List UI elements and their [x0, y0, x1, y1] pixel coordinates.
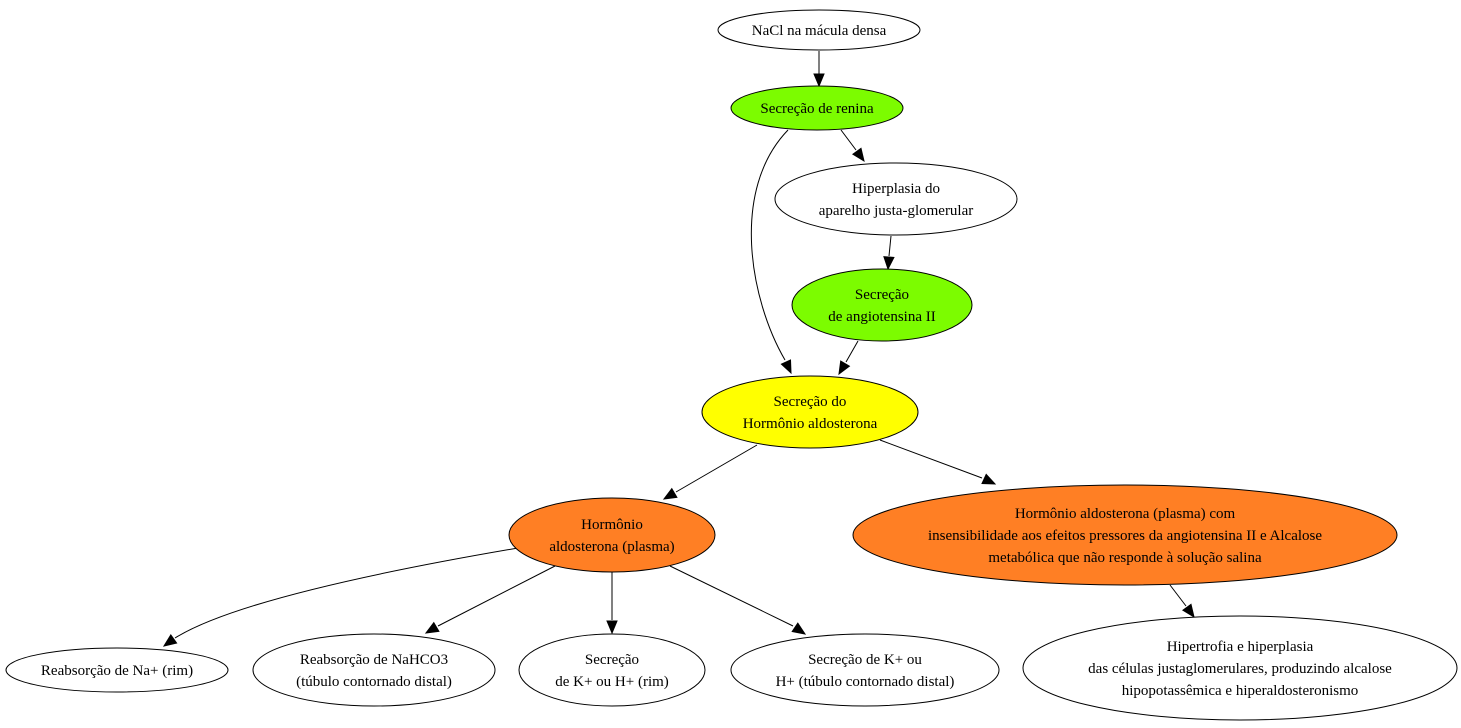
- arrowhead: [424, 621, 440, 634]
- edge-line: [675, 444, 758, 493]
- arrowhead: [162, 633, 178, 647]
- arrowhead: [606, 620, 618, 635]
- node-ellipse: [5, 647, 229, 693]
- arrowhead: [838, 360, 851, 376]
- node-ellipse: [730, 633, 1000, 707]
- node-hiperplasia: Hiperplasia do aparelho justa-glomerular: [774, 162, 1018, 236]
- node-label-line: hipopotassêmica e hiperaldosteronismo: [1122, 683, 1359, 699]
- arrowhead: [813, 73, 825, 88]
- node-label-line: Hiperplasia do: [852, 181, 940, 197]
- edge-angiotensina-aldosterona: [838, 340, 859, 376]
- node-plasma: Hormônio aldosterona (plasma): [508, 497, 716, 573]
- edge-insens-hipertrofia: [1169, 584, 1195, 619]
- node-label-line: Hormônio: [581, 517, 643, 533]
- node-label-line: de angiotensina II: [828, 309, 935, 325]
- node-label-line: Secreção: [855, 287, 909, 303]
- edge-renina-hiperplasia: [840, 129, 865, 163]
- node-label-line: insensibilidade aos efeitos pressores da…: [928, 528, 1322, 544]
- edges-layer: [162, 51, 1195, 647]
- edge-plasma-na: [162, 547, 519, 647]
- edge-line: [1169, 584, 1187, 607]
- node-label-line: Reabsorção de NaHCO3: [300, 652, 448, 668]
- arrowhead: [662, 487, 678, 500]
- edge-line: [888, 235, 892, 257]
- edge-nacl-renina: [813, 51, 825, 88]
- edge-aldosterona-plasma: [662, 444, 758, 500]
- node-label-line: das células justaglomerulares, produzind…: [1088, 661, 1392, 677]
- node-label-line: Secreção de K+ ou: [808, 652, 922, 668]
- node-ellipse: [252, 633, 496, 707]
- node-label-line: Secreção do: [774, 394, 847, 410]
- edge-plasma-khdistal: [669, 565, 807, 635]
- node-ellipse: [730, 85, 904, 131]
- edge-plasma-nahco3: [424, 565, 556, 634]
- arrowhead: [883, 256, 895, 271]
- edge-line: [437, 565, 556, 627]
- edge-line: [879, 439, 983, 479]
- node-ellipse: [518, 633, 706, 707]
- node-label-line: aparelho justa-glomerular: [819, 203, 974, 219]
- node-hipertrofia: Hipertrofia e hiperplasia das células jus…: [1022, 615, 1458, 721]
- node-nacl: NaCl na mácula densa: [717, 9, 921, 51]
- edge-line: [669, 565, 794, 627]
- edge-plasma-kh: [606, 572, 618, 635]
- node-kh: Secreção de K+ ou H+ (rim): [518, 633, 706, 707]
- node-label-line: Hormônio aldosterona: [743, 416, 878, 432]
- node-ellipse: [701, 375, 919, 449]
- node-renina: Secreção de renina: [730, 85, 904, 131]
- node-label-line: aldosterona (plasma): [549, 539, 674, 555]
- node-aldosterona: Secreção do Hormônio aldosterona: [701, 375, 919, 449]
- node-ellipse: [1022, 615, 1458, 721]
- edge-line: [750, 129, 789, 361]
- node-ellipse: [508, 497, 716, 573]
- edge-renina-aldosterona: [750, 129, 792, 375]
- edge-line: [840, 129, 857, 151]
- node-ellipse: [717, 9, 921, 51]
- arrowhead: [981, 473, 997, 485]
- arrowhead: [791, 622, 807, 635]
- arrowhead: [1181, 603, 1195, 619]
- node-insens: Hormônio aldosterona (plasma) com insensi…: [852, 484, 1398, 586]
- node-label-line: Hipertrofia e hiperplasia: [1167, 639, 1314, 655]
- node-ellipse: [852, 484, 1398, 586]
- node-label-line: Secreção: [585, 652, 639, 668]
- edge-line: [174, 547, 519, 639]
- node-angiotensina: Secreção de angiotensina II: [791, 268, 973, 342]
- edge-aldosterona-insens: [879, 439, 997, 485]
- node-nahco3: Reabsorção de NaHCO3 (túbulo contornado d…: [252, 633, 496, 707]
- node-label-line: de K+ ou H+ (rim): [555, 674, 669, 690]
- node-label-line: (túbulo contornado distal): [296, 674, 452, 690]
- edge-hiperplasia-angiotensina: [883, 235, 895, 271]
- node-ellipse: [774, 162, 1018, 236]
- edge-line: [845, 340, 859, 363]
- node-label-line: Reabsorção de Na+ (rim): [41, 663, 193, 679]
- node-khdistal: Secreção de K+ ou H+ (túbulo contornado d…: [730, 633, 1000, 707]
- node-ellipse: [791, 268, 973, 342]
- node-label-line: Hormônio aldosterona (plasma) com: [1015, 506, 1236, 522]
- arrowhead: [780, 359, 792, 375]
- node-label-line: Secreção de renina: [760, 101, 874, 117]
- node-label-line: NaCl na mácula densa: [752, 23, 887, 39]
- node-na: Reabsorção de Na+ (rim): [5, 647, 229, 693]
- node-label-line: metabólica que não responde à solução sa…: [988, 550, 1262, 566]
- node-label-line: H+ (túbulo contornado distal): [776, 674, 955, 690]
- arrowhead: [851, 147, 865, 163]
